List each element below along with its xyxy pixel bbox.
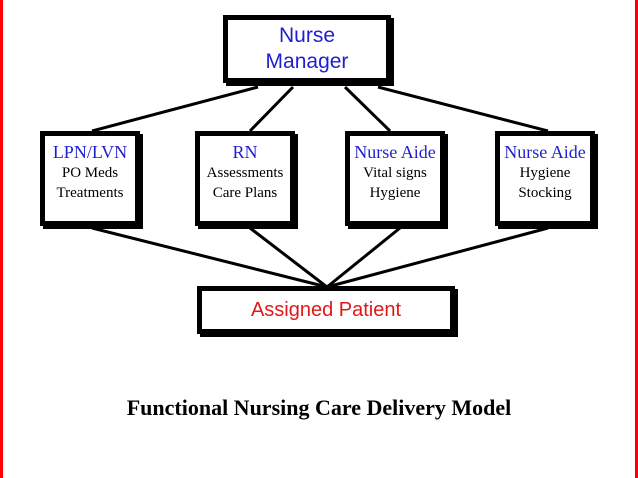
patient-label: Assigned Patient (250, 298, 402, 321)
nurse-manager-box: Nurse Manager (223, 15, 391, 83)
frame-right-edge (635, 0, 638, 478)
connector-manager-to-aide-2 (377, 85, 549, 133)
connector-aide-1-to-patient (326, 226, 401, 289)
role-box-rn: RN Assessments Care Plans (195, 131, 295, 226)
role-task: Hygiene (519, 165, 571, 181)
connector-rn-to-patient (249, 226, 328, 289)
role-task: Care Plans (212, 185, 278, 201)
role-task: Stocking (518, 185, 572, 201)
manager-label-line-1: Nurse (278, 24, 336, 47)
connector-lpn-to-patient (91, 226, 328, 289)
role-title: Nurse Aide (504, 142, 586, 162)
manager-label-line-2: Manager (265, 50, 349, 73)
role-task: PO Meds (61, 165, 119, 181)
role-task: Vital signs (363, 165, 427, 181)
role-box-nurse-aide-1: Nurse Aide Vital signs Hygiene (345, 131, 445, 226)
assigned-patient-box: Assigned Patient (197, 286, 455, 334)
diagram-caption: Functional Nursing Care Delivery Model (126, 395, 512, 420)
role-box-lpn-lvn: LPN/LVN PO Meds Treatments (40, 131, 140, 226)
role-title: LPN/LVN (52, 142, 128, 162)
connector-manager-to-rn (248, 85, 295, 133)
role-task: Assessments (206, 165, 284, 181)
frame-left-edge (0, 0, 3, 478)
role-task: Treatments (56, 185, 124, 201)
role-title: RN (232, 142, 258, 162)
connector-manager-to-aide-1 (343, 85, 392, 133)
connector-aide-2-to-patient (326, 226, 549, 289)
role-title: Nurse Aide (354, 142, 436, 162)
role-box-nurse-aide-2: Nurse Aide Hygiene Stocking (495, 131, 595, 226)
connector-manager-to-lpn (91, 85, 259, 133)
role-task: Hygiene (369, 185, 421, 201)
